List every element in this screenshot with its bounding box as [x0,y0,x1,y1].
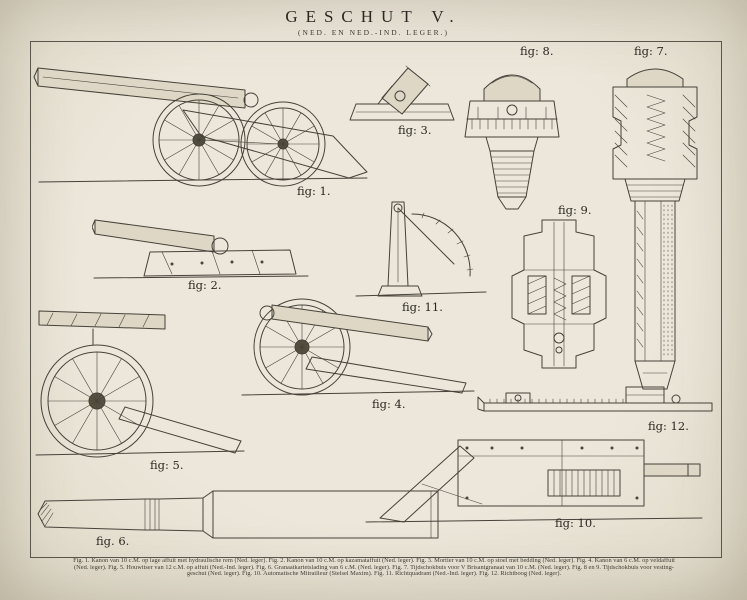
figure-label-3: fig: 3. [398,123,432,137]
plate-subtitle: (NED. EN NED.-IND. LEGER.) [298,28,449,37]
caption-line-2: (Ned. leger). Fig. 5. Houwitser van 12 c… [74,564,674,571]
figure-8-drawing [460,57,564,217]
figure-12-drawing [476,379,720,428]
figure-2-drawing [91,192,312,287]
figure-label-8: fig: 8. [520,44,554,58]
figure-7-drawing [593,55,718,400]
caption-line-1: Fig. 1. Kanon van 10 c.M. op lage affuit… [73,558,675,564]
figure-label-5: fig: 5. [150,458,184,472]
figure-9-drawing [502,218,617,383]
plate-title: GESCHUT V. [285,7,462,26]
figure-label-2: fig: 2. [188,278,222,292]
figure-4-drawing [238,285,478,405]
figure-label-11: fig: 11. [402,300,443,314]
figure-6-drawing [33,483,448,552]
figure-label-4: fig: 4. [372,397,406,411]
figure-label-6: fig. 6. [96,534,130,548]
figure-11-drawing [352,196,492,309]
figure-label-9: fig: 9. [558,203,592,217]
figure-5-drawing [33,305,248,465]
plate-caption: Fig. 1. Kanon van 10 c.M. op lage affuit… [34,558,714,578]
figure-3-drawing [348,56,463,129]
figure-1-drawing [33,52,373,195]
figure-label-1: fig: 1. [297,184,331,198]
figure-label-7: fig: 7. [634,44,668,58]
figure-10-drawing [362,424,707,533]
plate-frame [30,41,722,558]
figure-label-10: fig: 10. [555,516,596,530]
figure-label-12: fig: 12. [648,419,689,433]
caption-line-3: geschut (Ned. leger). Fig. 10. Automatis… [186,571,562,578]
